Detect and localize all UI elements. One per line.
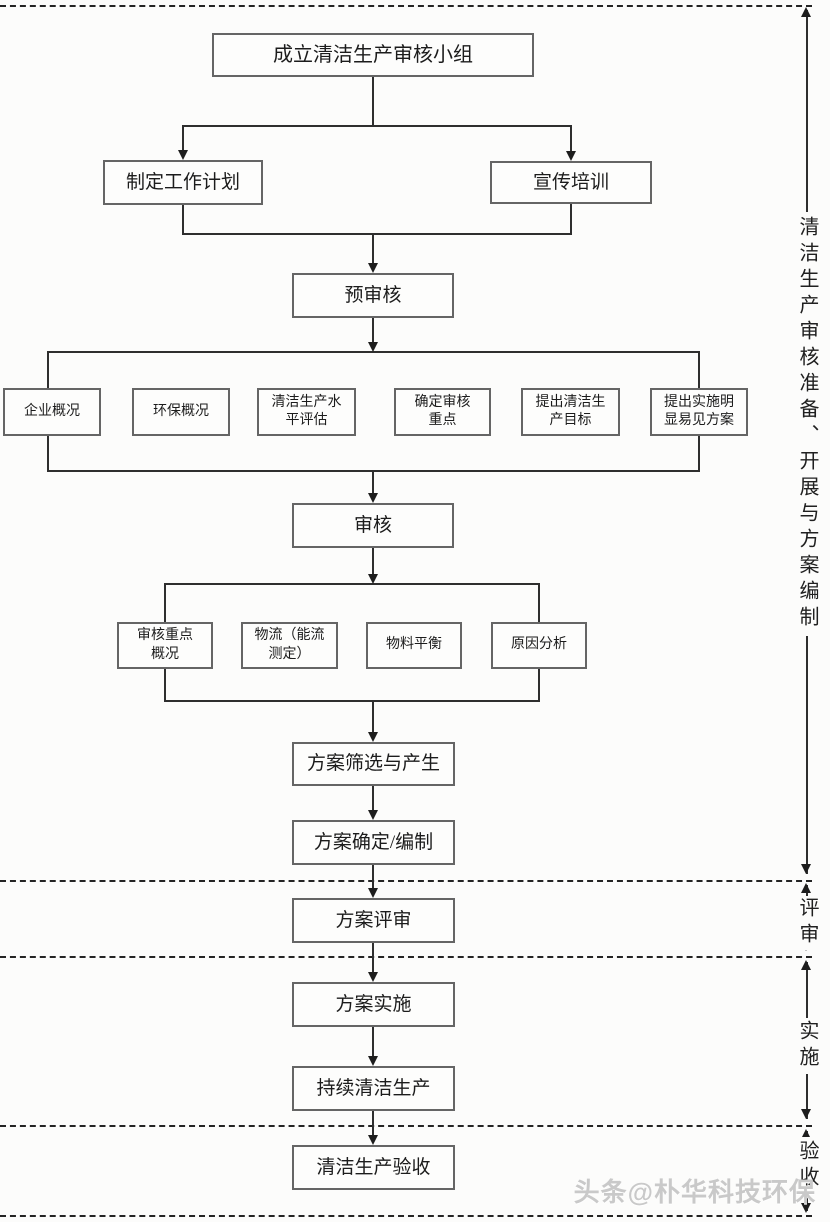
node-env-overview: 环保概况 xyxy=(132,388,230,436)
connector-line xyxy=(372,865,374,891)
phase-divider-bottom xyxy=(0,1215,812,1217)
arrowhead xyxy=(801,864,811,874)
connector-line xyxy=(47,351,700,353)
connector-line xyxy=(538,669,540,702)
connector-line xyxy=(182,125,184,152)
node-enterprise-overview: 企业概况 xyxy=(3,388,101,436)
node-cleaner-production-acceptance: 清洁生产验收 xyxy=(292,1145,455,1190)
phase-divider-implementation-start xyxy=(0,956,812,958)
arrowhead xyxy=(368,493,378,503)
arrowhead xyxy=(801,1129,811,1139)
arrowhead xyxy=(368,1135,378,1145)
arrowhead xyxy=(368,263,378,273)
watermark-text: 头条@朴华科技环保 xyxy=(573,1177,816,1207)
arrowhead xyxy=(368,1056,378,1066)
node-cp-goals: 提出清洁生产目标 xyxy=(521,388,620,436)
node-material-energy-flow: 物流（能流测定） xyxy=(241,622,338,669)
connector-line xyxy=(372,943,374,975)
connector-line xyxy=(372,700,374,734)
phase-label-preparation: 清洁生产审核准备、开展与方案编制 xyxy=(792,212,822,636)
connector-line xyxy=(47,351,49,389)
node-plan-review: 方案评审 xyxy=(292,898,455,943)
connector-line xyxy=(372,1027,374,1059)
node-cp-level-assessment: 清洁生产水平评估 xyxy=(257,388,356,436)
connector-line xyxy=(47,436,49,472)
connector-line xyxy=(372,1111,374,1138)
connector-line xyxy=(372,548,374,576)
phase-divider-acceptance-start xyxy=(0,1125,812,1127)
connector-line xyxy=(164,583,540,585)
arrowhead xyxy=(801,7,811,17)
connector-line xyxy=(372,786,374,812)
connector-line xyxy=(570,204,572,235)
node-team: 成立清洁生产审核小组 xyxy=(212,33,534,77)
arrowhead xyxy=(368,574,378,584)
phase-label-implementation: 实施 xyxy=(792,1018,822,1074)
connector-line xyxy=(372,233,374,265)
arrowhead xyxy=(368,732,378,742)
phase-label-review: 评审 xyxy=(792,896,822,950)
node-audit-focus: 确定审核重点 xyxy=(394,388,491,436)
arrowhead xyxy=(801,960,811,970)
connector-line xyxy=(372,77,374,127)
connector-line xyxy=(182,205,184,235)
node-continuous-cleaner-production: 持续清洁生产 xyxy=(292,1066,455,1111)
connector-line xyxy=(698,436,700,472)
phase-divider-top xyxy=(0,5,812,7)
arrowhead xyxy=(368,972,378,982)
arrowhead xyxy=(566,151,576,161)
phase-label-acceptance: 验收 xyxy=(792,1137,822,1195)
node-plan-implementation: 方案实施 xyxy=(292,982,455,1027)
connector-line xyxy=(182,125,572,127)
node-work-plan: 制定工作计划 xyxy=(103,160,263,205)
node-plan-screening: 方案筛选与产生 xyxy=(292,742,455,786)
arrowhead xyxy=(801,1203,811,1213)
connector-line xyxy=(570,125,572,153)
node-cause-analysis: 原因分析 xyxy=(491,622,587,669)
node-pre-audit: 预审核 xyxy=(292,273,454,318)
arrowhead xyxy=(801,1109,811,1119)
connector-line xyxy=(164,583,166,622)
arrowhead xyxy=(178,150,188,160)
node-plan-determination: 方案确定/编制 xyxy=(292,820,455,865)
node-audit: 审核 xyxy=(292,503,454,548)
arrowhead xyxy=(368,810,378,820)
connector-line xyxy=(372,318,374,344)
phase-divider-review-start xyxy=(0,880,812,882)
arrowhead xyxy=(368,888,378,898)
connector-line xyxy=(538,583,540,622)
arrowhead xyxy=(801,883,811,893)
connector-line xyxy=(372,470,374,495)
node-focus-overview: 审核重点概况 xyxy=(117,622,213,669)
arrowhead xyxy=(368,342,378,352)
node-material-balance: 物料平衡 xyxy=(366,622,462,669)
node-obvious-solutions: 提出实施明显易见方案 xyxy=(650,388,748,436)
connector-line xyxy=(182,233,572,235)
connector-line xyxy=(164,669,166,702)
connector-line xyxy=(698,351,700,389)
node-training: 宣传培训 xyxy=(490,161,652,204)
connector-line xyxy=(164,700,540,702)
